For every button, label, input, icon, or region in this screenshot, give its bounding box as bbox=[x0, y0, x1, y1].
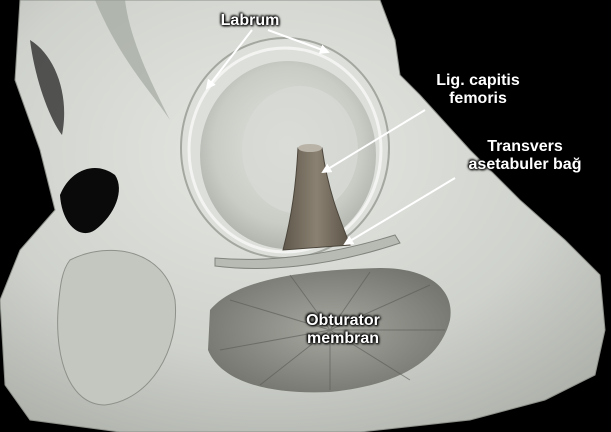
lig-capitis-label: Lig. capitis femoris bbox=[418, 72, 538, 108]
lig-capitis-top bbox=[298, 144, 322, 152]
lig-capitis-label-line2: femoris bbox=[418, 90, 538, 108]
labrum-label: Labrum bbox=[205, 12, 295, 30]
obturator-label-line1: Obturator bbox=[278, 312, 408, 330]
transverse-label-line1: Transvers bbox=[440, 138, 610, 156]
transverse-label-line2: asetabuler bağ bbox=[440, 156, 610, 174]
transverse-ligament-label: Transvers asetabuler bağ bbox=[440, 138, 610, 174]
lig-capitis-label-line1: Lig. capitis bbox=[418, 72, 538, 90]
obturator-membrane-label: Obturator membran bbox=[278, 312, 408, 348]
obturator-label-line2: membran bbox=[278, 330, 408, 348]
